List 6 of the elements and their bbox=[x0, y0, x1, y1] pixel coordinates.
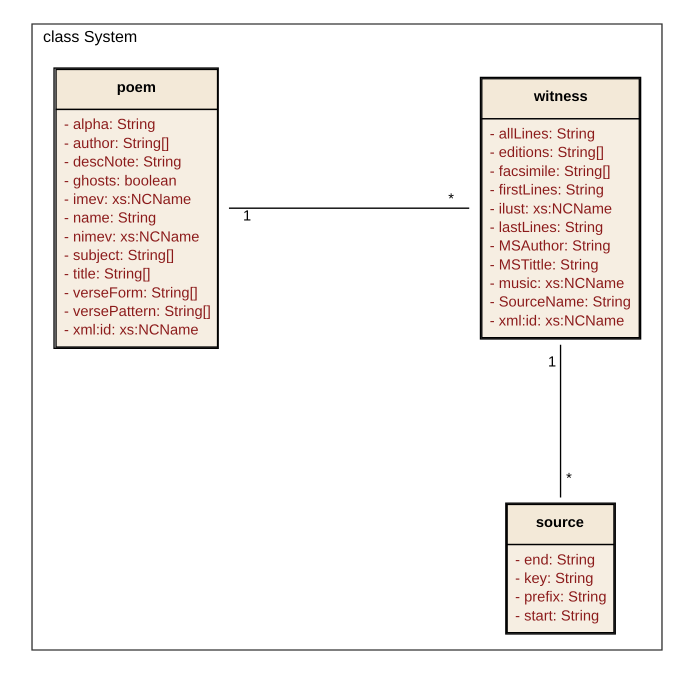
label: * bbox=[448, 191, 454, 208]
connector bbox=[560, 344, 562, 498]
label: 1 bbox=[243, 208, 252, 224]
label: * bbox=[566, 471, 572, 488]
label: 1 bbox=[548, 354, 556, 371]
connector bbox=[228, 208, 470, 209]
